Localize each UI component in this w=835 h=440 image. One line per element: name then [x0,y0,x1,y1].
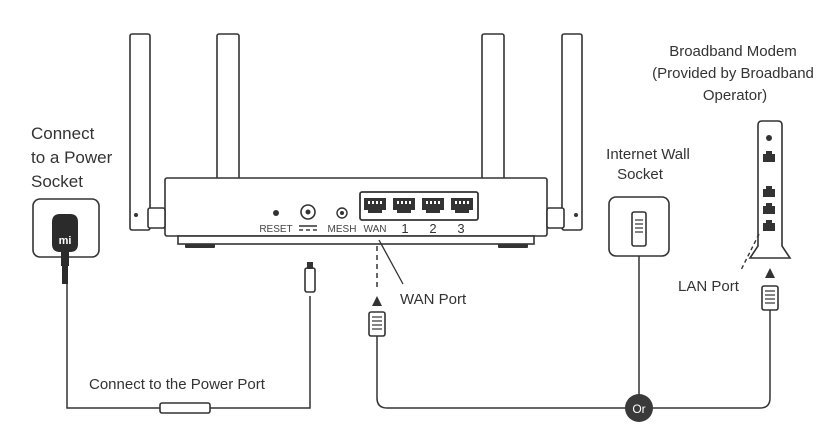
modem-port-4 [763,220,775,231]
adapter-cable-end [62,266,68,284]
hinge-right [546,207,565,229]
router-base [177,235,535,245]
hinge-left-dot [134,213,138,217]
wan-port-label: WAN [364,224,387,235]
internet-wall-socket [608,196,670,257]
wan-port-callout: WAN Port [400,291,467,308]
power-socket-label-line1: Connect [31,124,95,143]
power-socket-label-line3: Socket [31,172,83,191]
ethernet-connector-lan [761,285,779,311]
wan-label-leader [378,239,404,285]
adapter-body [52,214,78,266]
dc-symbol-icon [299,225,317,231]
power-adapter: mi [32,198,100,284]
antenna-left-outer [129,33,151,231]
power-socket-label-line2: to a Power [31,148,113,167]
wall-socket-connector [631,211,647,247]
port-block [359,191,479,221]
reset-button [273,210,279,216]
reset-label: RESET [259,224,292,235]
power-jack-center [305,209,311,215]
up-arrow-icon [765,268,775,278]
modem-port-3 [763,203,775,214]
router-foot-right [498,244,528,248]
modem-label-line3: Operator) [703,87,767,104]
lan-port-2-label: 2 [429,221,436,236]
antenna-right-outer [561,33,583,231]
mesh-button [336,207,348,219]
lan-port-3-label: 3 [457,221,464,236]
hinge-right-dot [574,213,578,217]
or-label: Or [632,402,645,416]
hinge-left [147,207,166,229]
adapter-logo: mi [59,235,72,247]
modem-label-line1: Broadband Modem [669,43,797,60]
up-arrow-icon [372,296,382,306]
wall-socket-label-line2: Socket [617,166,664,183]
broadband-modem [748,120,792,259]
ethernet-cable [376,310,771,409]
modem-port-1 [763,151,775,162]
cable-inline-block [159,402,211,414]
modem-port-2 [763,186,775,197]
mesh-label: MESH [328,224,357,235]
modem-power-dot [766,135,772,141]
power-port-label: Connect to the Power Port [89,376,266,393]
wall-socket-label-line1: Internet Wall [606,146,690,163]
router: RESET MESH WAN 1 [134,177,578,248]
lan-port-1-label: 1 [401,221,408,236]
router-foot-left [185,244,215,248]
ethernet-connector-wan [368,311,386,337]
power-cable [66,284,160,409]
lan-port-callout: LAN Port [678,278,740,295]
power-plug-icon [304,262,316,293]
or-badge: Or [625,394,653,422]
power-jack [300,204,316,220]
ethernet-ports [364,198,473,213]
modem-label-line2: (Provided by Broadband [652,65,814,82]
mesh-button-center [340,211,344,215]
power-cable-return [210,296,311,409]
